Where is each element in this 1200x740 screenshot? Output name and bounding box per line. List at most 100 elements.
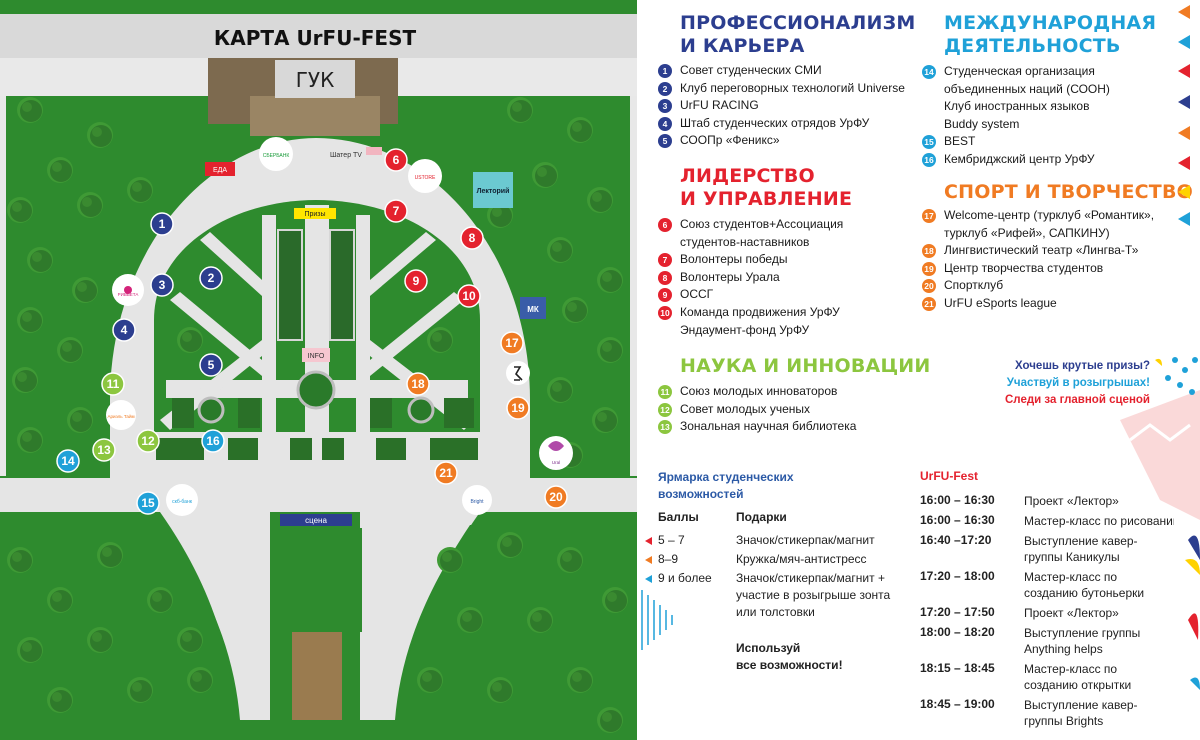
logo-brights-text: Bright [470, 499, 484, 505]
map-marker-9 [404, 269, 428, 293]
schedule-desc: Проект «Лектор» [1024, 494, 1119, 508]
map-marker-2 [199, 266, 223, 290]
list-item-text: Штаб студенческих отрядов УрФУ [680, 115, 870, 130]
lecture-hall [473, 172, 513, 208]
fair-cta-line2: все возможности! [736, 658, 843, 672]
list-item-text: Welcome-центр (турклуб «Романтик», [944, 208, 1155, 222]
fair-points: 5 – 7 [658, 533, 685, 547]
schedule-desc: Проект «Лектор» [1024, 606, 1119, 620]
list-item-text-cont: Клуб иностранных языков [944, 99, 1090, 114]
list-item-text: Зональная научная библиотека [680, 419, 857, 434]
map-title: КАРТА UrFU-FEST [214, 26, 417, 50]
fair-gift: Кружка/мяч-антистресс [736, 552, 867, 566]
marker-number: 3 [658, 99, 672, 114]
map-marker-8 [460, 226, 484, 250]
list-item-text: Союз молодых инноваторов [680, 384, 838, 398]
fair-gift: Значок/стикерпак/магнит [736, 533, 875, 547]
career-title-line2: И КАРЬЕРА [680, 35, 805, 57]
logo-ural-text: Ural [552, 460, 560, 465]
fair-points: 8–9 [658, 552, 679, 566]
marker-number: 12 [658, 402, 672, 417]
marker-number: 2 [658, 81, 672, 96]
festival-map: ГУК КАРТА UrFU-FEST [0, 0, 637, 740]
schedule-title: UrFU-Fest [920, 469, 979, 483]
fair-points: 9 и более [658, 571, 712, 585]
map-marker-16 [201, 429, 225, 453]
logo-ural [539, 436, 573, 470]
international-title-line1: МЕЖДУНАРОДНАЯ [944, 12, 1157, 34]
list-item-text: Совет студенческих СМИ [680, 63, 822, 77]
map-marker-12 [136, 429, 160, 453]
food-sign [205, 162, 235, 176]
section-title-career: ПРОФЕССИОНАЛИЗМ И КАРЬЕРА [680, 12, 915, 58]
logo-sweets-text: Ариэль Тайм [107, 413, 134, 419]
list-item-text: BEST [944, 134, 976, 149]
promo-line-1: Хочешь крутые призы? [1015, 360, 1150, 372]
lecture-label: Лекторий [477, 187, 510, 195]
building-label: ГУК [296, 68, 335, 92]
prizes-label: Призы [304, 211, 325, 218]
list-item-text-cont: турклуб «Рифей», САПКИНУ) [944, 225, 1110, 240]
section-title-leadership: ЛИДЕРСТВО И УПРАВЛЕНИЕ [680, 165, 852, 211]
list-item-text: ОССГ [680, 287, 714, 302]
marker-number: 21 [922, 296, 936, 311]
fair-gift-cont: или толстовки [736, 605, 815, 619]
list-item-text: Центр творчества студентов [944, 260, 1104, 275]
triangle-red-icon [645, 537, 652, 545]
list-item-text: СООПр «Феникс» [680, 133, 780, 148]
marker-number: 1 [658, 64, 672, 78]
map-marker-label: 21 [439, 466, 453, 480]
schedule-desc: Мастер-класс по рисованию [1024, 514, 1174, 528]
logo-ustore-text: USTORE [415, 175, 436, 181]
walking-person-icon [506, 361, 530, 385]
promo-line-3: Следи за главной сценой [1005, 394, 1150, 406]
marker-number: 7 [658, 253, 672, 268]
list-item-text: Волонтеры Урала [680, 269, 780, 284]
tent-tv-label: Шатер TV [330, 152, 362, 159]
prizes-sign [294, 208, 336, 219]
map-marker-6 [384, 148, 408, 172]
logo-skb [166, 484, 198, 516]
map-marker-7 [384, 199, 408, 223]
fair-col-gifts: Подарки [736, 510, 787, 524]
map-marker-1 [150, 212, 174, 236]
list-item-text: UrFU eSports league [944, 295, 1057, 310]
schedule-desc: Выступление кавер-группы Каникулы [1024, 534, 1138, 564]
marker-number: 15 [922, 135, 936, 150]
stage-label: сцена [305, 516, 327, 525]
marker-number: 8 [658, 270, 672, 285]
marker-number: 16 [922, 152, 936, 167]
map-marker-label: 6 [393, 153, 400, 167]
map-marker-label: 7 [393, 204, 400, 218]
map-marker-label: 11 [107, 377, 120, 391]
list-item-text: Команда продвижения УрФУ [680, 304, 840, 319]
map-marker-label: 14 [61, 454, 75, 468]
map-marker-label: 10 [462, 289, 476, 303]
marker-number: 10 [658, 305, 672, 320]
list-item: 15 BEST [922, 133, 1110, 151]
logo-sweets [106, 400, 136, 430]
list-item-text: Волонтеры победы [680, 252, 788, 267]
food-label: ЕДА [213, 167, 227, 174]
map-marker-14 [56, 449, 80, 473]
map-marker-4 [112, 318, 136, 342]
schedule-time: 17:20 – 17:50 [920, 605, 995, 619]
map-marker-label: 5 [208, 358, 215, 372]
map-marker-label: 4 [121, 323, 128, 337]
map-marker-15 [136, 491, 160, 515]
map-marker-label: 12 [141, 434, 155, 448]
schedule-time: 16:00 – 16:30 [920, 493, 995, 507]
marker-number: 17 [922, 209, 936, 223]
